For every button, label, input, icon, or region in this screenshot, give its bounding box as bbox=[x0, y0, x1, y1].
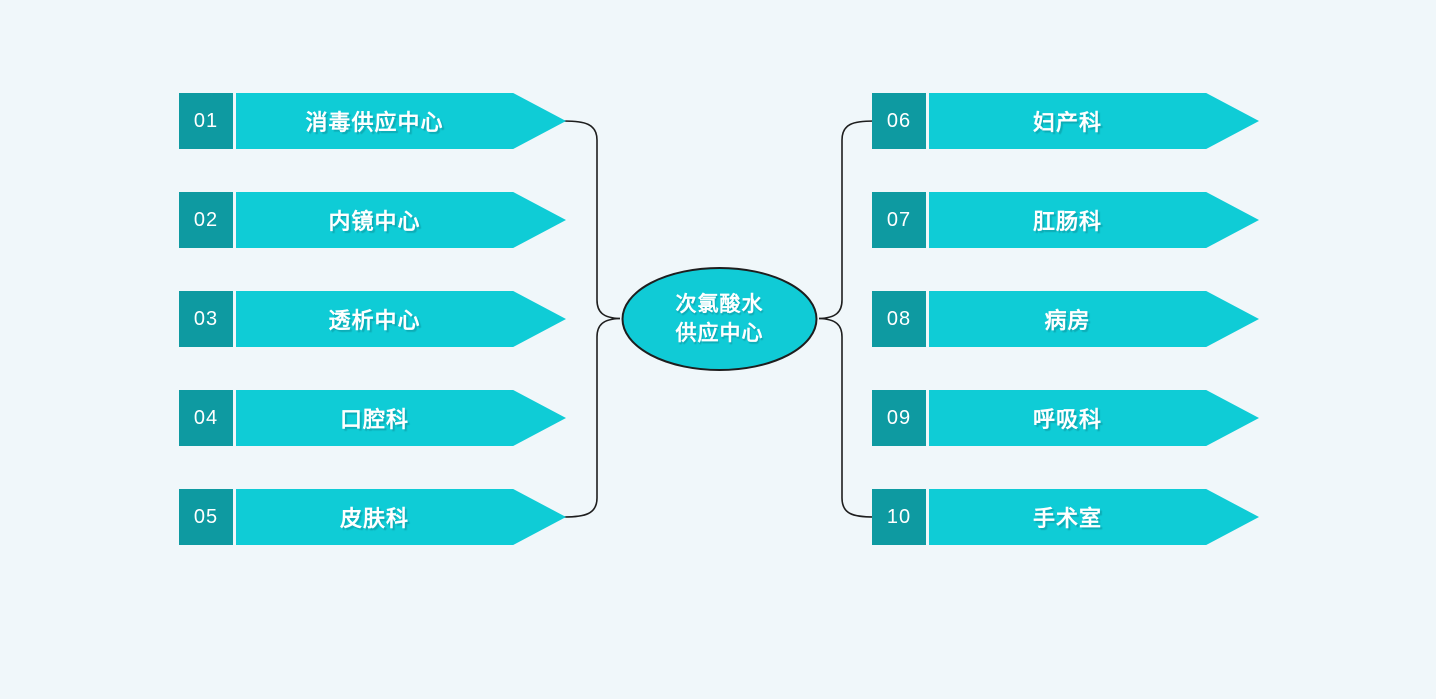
branch-arrow-banner: 皮肤科 bbox=[236, 489, 566, 545]
branch-label: 内镜中心 bbox=[328, 209, 421, 234]
branch-label: 病房 bbox=[1044, 308, 1091, 333]
branch-label: 肛肠科 bbox=[1032, 209, 1102, 234]
branch-arrow-banner: 妇产科 bbox=[929, 93, 1259, 149]
branch-label: 妇产科 bbox=[1032, 110, 1102, 135]
branch-node-07[interactable]: 07 肛肠科 bbox=[872, 192, 1313, 248]
branch-label: 口腔科 bbox=[339, 407, 409, 432]
branch-number-box: 05 bbox=[179, 489, 233, 545]
branch-number-box: 04 bbox=[179, 390, 233, 446]
branch-number: 03 bbox=[193, 307, 219, 330]
branch-number-box: 08 bbox=[872, 291, 926, 347]
branch-arrow-banner: 病房 bbox=[929, 291, 1259, 347]
branch-number-box: 02 bbox=[179, 192, 233, 248]
branch-number: 07 bbox=[886, 208, 912, 231]
branch-node-03[interactable]: 03 透析中心 bbox=[179, 291, 620, 347]
branch-number-box: 10 bbox=[872, 489, 926, 545]
branch-node-09[interactable]: 09 呼吸科 bbox=[872, 390, 1313, 446]
branch-arrow-banner: 口腔科 bbox=[236, 390, 566, 446]
right-bracket-bottom bbox=[818, 317, 875, 518]
branch-label: 呼吸科 bbox=[1032, 407, 1102, 432]
branch-arrow-banner: 手术室 bbox=[929, 489, 1259, 545]
branch-node-08[interactable]: 08 病房 bbox=[872, 291, 1313, 347]
branch-label: 皮肤科 bbox=[339, 506, 409, 531]
branch-number-box: 07 bbox=[872, 192, 926, 248]
branch-number: 01 bbox=[193, 109, 219, 132]
branch-label: 手术室 bbox=[1032, 506, 1102, 531]
branch-number: 09 bbox=[886, 406, 912, 429]
left-bracket-bottom bbox=[563, 317, 621, 518]
branch-arrow-banner: 消毒供应中心 bbox=[236, 93, 566, 149]
branch-number-box: 03 bbox=[179, 291, 233, 347]
branch-arrow-banner: 呼吸科 bbox=[929, 390, 1259, 446]
branch-number-box: 06 bbox=[872, 93, 926, 149]
branch-number-box: 09 bbox=[872, 390, 926, 446]
branch-number: 05 bbox=[193, 505, 219, 528]
branch-arrow-banner: 内镜中心 bbox=[236, 192, 566, 248]
branch-number: 06 bbox=[886, 109, 912, 132]
center-node-ellipse[interactable] bbox=[621, 267, 818, 371]
branch-number: 02 bbox=[193, 208, 219, 231]
branch-arrow-banner: 透析中心 bbox=[236, 291, 566, 347]
branch-node-06[interactable]: 06 妇产科 bbox=[872, 93, 1313, 149]
branch-node-05[interactable]: 05 皮肤科 bbox=[179, 489, 620, 545]
branch-label: 消毒供应中心 bbox=[305, 110, 444, 135]
branch-arrow-banner: 肛肠科 bbox=[929, 192, 1259, 248]
left-bracket-top bbox=[563, 120, 621, 320]
branch-number: 10 bbox=[886, 505, 912, 528]
branch-number: 04 bbox=[193, 406, 219, 429]
branch-number: 08 bbox=[886, 307, 912, 330]
right-bracket-top bbox=[818, 120, 875, 320]
branch-node-04[interactable]: 04 口腔科 bbox=[179, 390, 620, 446]
branch-node-10[interactable]: 10 手术室 bbox=[872, 489, 1313, 545]
branch-number-box: 01 bbox=[179, 93, 233, 149]
branch-label: 透析中心 bbox=[328, 308, 421, 333]
branch-node-01[interactable]: 01 消毒供应中心 bbox=[179, 93, 620, 149]
branch-node-02[interactable]: 02 内镜中心 bbox=[179, 192, 620, 248]
